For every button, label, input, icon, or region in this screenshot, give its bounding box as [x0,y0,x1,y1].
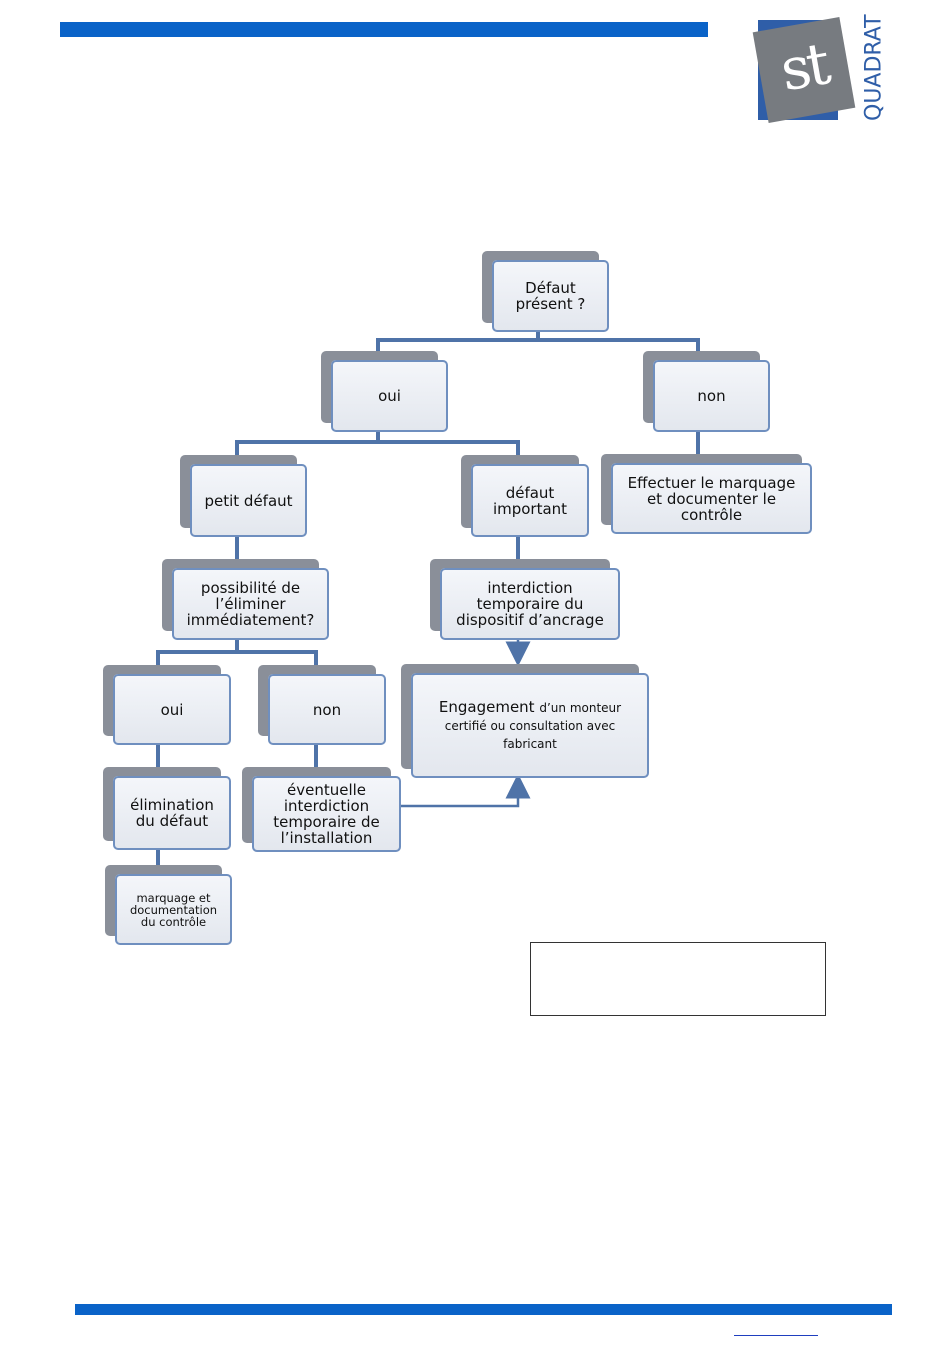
node-petit-defaut: petit défaut [190,464,307,537]
node-possibilite-eliminer: possibilité de l’éliminer immédiatement? [172,568,329,640]
node-effectuer-marquage: Effectuer le marquage et documenter le c… [611,463,812,534]
connector-oui-petit [235,432,380,464]
node-elimination-defaut: élimination du défaut [113,776,231,850]
node-defaut-present: Défaut présent ? [492,260,609,332]
node-engagement: Engagement d’un monteur certifié ou cons… [411,673,649,778]
node-oui-2: oui [113,674,231,745]
header-bar [60,22,708,37]
connector-possibilite-non2 [237,650,318,674]
arrow-eventuelle-engagement [401,773,531,808]
node-oui: oui [331,360,448,432]
connector-oui-important [378,440,520,464]
engagement-bold-text: Engagement [438,697,535,716]
node-non: non [653,360,770,432]
node-eventuelle-interdiction: éventuelle interdiction temporaire de l’… [252,776,401,852]
footer-link[interactable] [734,1321,818,1336]
connector-root-non [538,338,700,360]
empty-note-box [530,942,826,1016]
connector-possibilite-oui2 [156,640,239,674]
node-defaut-important: défaut important [471,464,589,537]
connector-root-branches [376,331,540,360]
node-non-2: non [268,674,386,745]
node-marquage-documentation: marquage et documentation du contrôle [115,874,232,945]
engagement-rest-text: d’un monteur certifié ou consultation av… [444,700,622,751]
company-logo: st QUADRAT [750,12,895,127]
footer-bar [75,1304,892,1315]
node-interdiction-temporaire-dispositif: interdiction temporaire du dispositif d’… [440,568,620,640]
